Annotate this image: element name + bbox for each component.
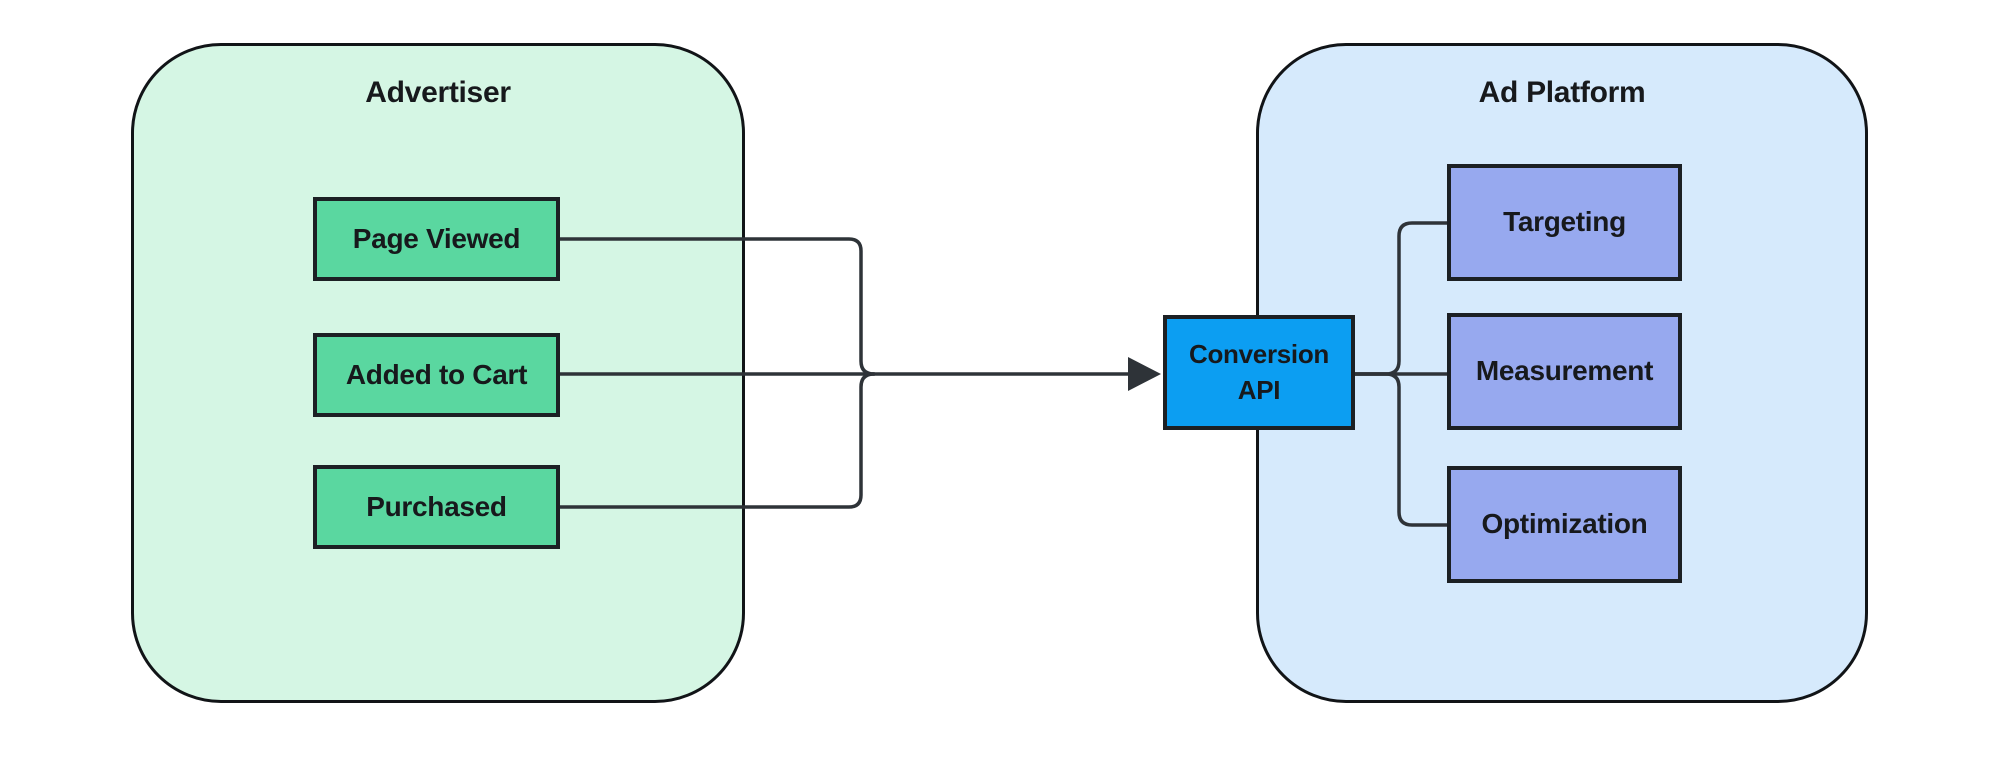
node-measurement: Measurement [1447,313,1682,430]
node-targeting: Targeting [1447,164,1682,281]
node-added-to-cart: Added to Cart [313,333,560,417]
node-page-viewed: Page Viewed [313,197,560,281]
ad-platform-title: Ad Platform [1478,76,1646,109]
advertiser-title: Advertiser [365,76,511,109]
node-optimization: Optimization [1447,466,1682,583]
arrowhead-into-conversion-api [1128,357,1161,391]
node-conversion-api: Conversion API [1163,315,1355,430]
node-purchased: Purchased [313,465,560,549]
